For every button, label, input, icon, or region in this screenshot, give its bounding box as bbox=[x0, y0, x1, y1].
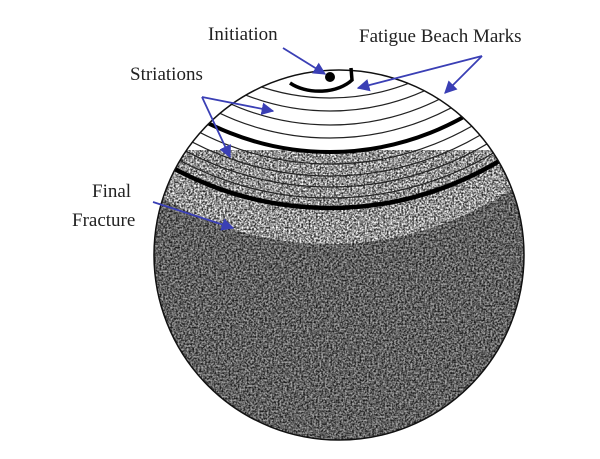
initiation-label: Initiation bbox=[208, 24, 278, 45]
striation-lines bbox=[154, 70, 524, 199]
fracture-texture bbox=[154, 150, 524, 440]
striation-arrow-2 bbox=[201, 96, 231, 159]
specimen-outline bbox=[153, 69, 525, 441]
beach-arrow-2 bbox=[444, 55, 483, 94]
beach-mark-2 bbox=[154, 70, 524, 154]
initiation-point bbox=[325, 72, 335, 82]
beach-marks-label: Fatigue Beach Marks bbox=[359, 26, 522, 47]
beach-mark-1 bbox=[289, 67, 354, 93]
final-fracture-arrow bbox=[152, 201, 235, 231]
final-fracture-label-1: Final bbox=[92, 181, 132, 202]
striation-arrow-1 bbox=[201, 96, 275, 115]
beach-arrow-1 bbox=[356, 55, 483, 92]
initiation-arrow bbox=[282, 47, 327, 75]
striations-label: Striations bbox=[130, 64, 203, 85]
beach-mark-final bbox=[154, 70, 524, 211]
annotation-arrows bbox=[152, 47, 483, 231]
final-fracture-label-2: Fracture bbox=[72, 210, 136, 231]
